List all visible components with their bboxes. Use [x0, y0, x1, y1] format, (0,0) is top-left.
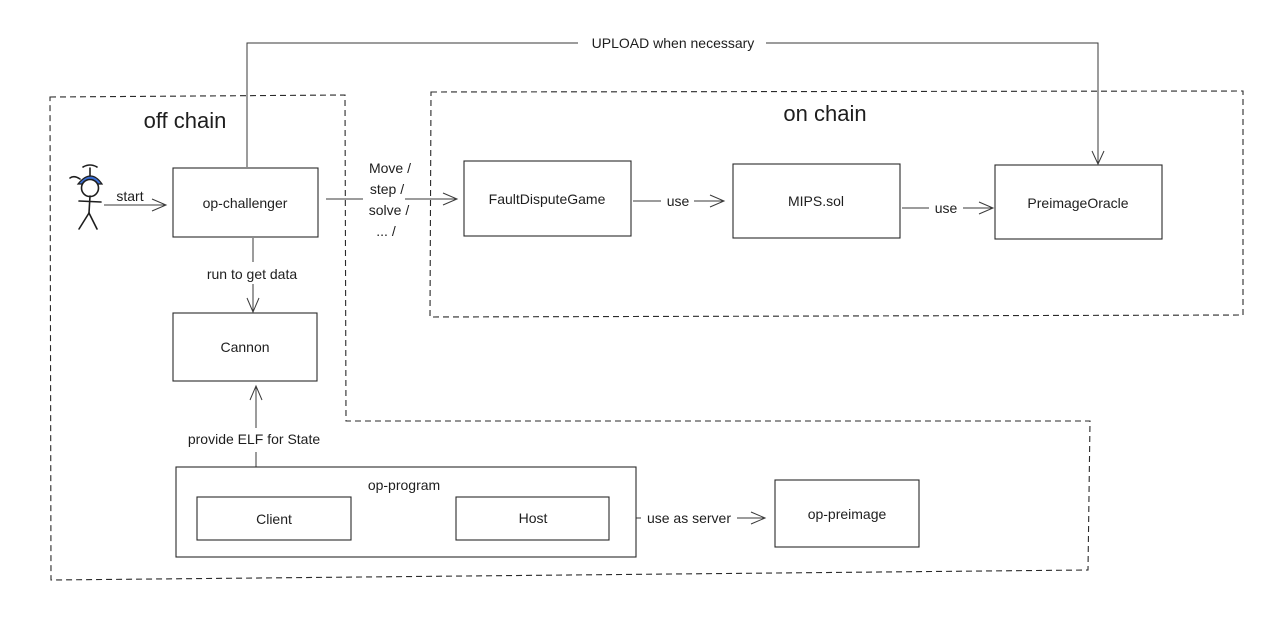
node-label-cannon: Cannon [220, 339, 269, 355]
stick-figure-propeller-cap-icon [69, 164, 104, 230]
edge-label-start: start [116, 188, 143, 204]
node-fault-dispute-game: FaultDisputeGame [463, 160, 632, 237]
off-chain-title: off chain [144, 108, 227, 133]
edge-use-mips-oracle: use [902, 200, 995, 216]
node-label-mips-sol: MIPS.sol [788, 193, 844, 209]
edge-label-run-to-get-data: run to get data [207, 266, 298, 282]
node-client: Client [196, 496, 352, 541]
edge-label-provide-elf: provide ELF for State [188, 431, 321, 447]
node-label-host: Host [519, 510, 548, 526]
edge-label-use-2: use [935, 200, 958, 216]
edge-label-step: step / [370, 181, 404, 197]
node-label-fault-dispute-game: FaultDisputeGame [489, 191, 606, 207]
edge-use-fdg-mips: use [633, 193, 726, 209]
node-label-op-challenger: op-challenger [203, 195, 288, 211]
node-label-op-program: op-program [368, 477, 440, 493]
node-label-client: Client [256, 511, 292, 527]
on-chain-title: on chain [783, 101, 866, 126]
edge-use-as-server: use as server [614, 510, 767, 526]
edge-label-use-1: use [667, 193, 690, 209]
edge-provide-elf: provide ELF for State [188, 384, 321, 492]
node-host: Host [455, 496, 610, 541]
edge-label-solve: solve / [369, 202, 410, 218]
node-label-preimage-oracle: PreimageOracle [1027, 195, 1128, 211]
on-chain-zone: on chain [429, 90, 1244, 318]
edge-upload: UPLOAD when necessary [246, 33, 1105, 167]
node-op-preimage: op-preimage [774, 479, 920, 548]
node-preimage-oracle: PreimageOracle [994, 164, 1163, 240]
edge-move-step-solve: Move / step / solve / ... / [326, 160, 459, 239]
edge-label-move: Move / [369, 160, 411, 176]
edge-label-ellipsis: ... / [376, 223, 396, 239]
node-cannon: Cannon [172, 312, 318, 382]
node-mips-sol: MIPS.sol [732, 163, 901, 239]
edge-label-upload: UPLOAD when necessary [592, 35, 755, 51]
edge-run-to-get-data: run to get data [207, 238, 298, 314]
node-label-op-preimage: op-preimage [808, 506, 887, 522]
edge-start: start [104, 188, 168, 212]
node-op-challenger: op-challenger [172, 167, 319, 238]
edge-label-use-as-server: use as server [647, 510, 731, 526]
off-chain-zone: off chain [49, 94, 1091, 581]
